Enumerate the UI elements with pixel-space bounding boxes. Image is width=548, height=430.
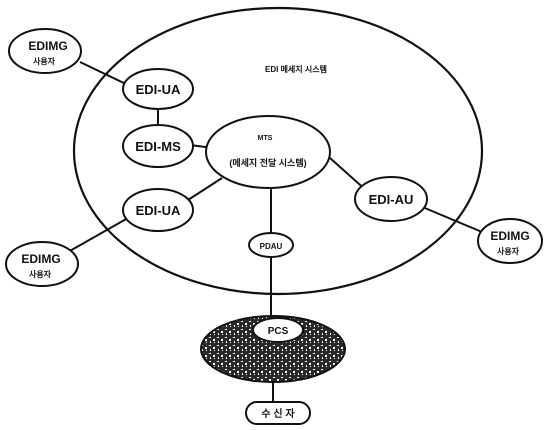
edimg-user-top-left: EDIMG 사용자: [8, 28, 82, 74]
pcs-network: PCS: [200, 315, 346, 383]
system-title: EDI 메세지 시스템: [265, 64, 327, 74]
link-ua-bottom-to-user: [67, 217, 129, 253]
edimg-user-bottom-left: EDIMG 사용자: [5, 241, 79, 287]
pdau-node: PDAU: [248, 232, 294, 258]
pdau-label: PDAU: [260, 242, 283, 251]
edimg-user-label: EDIMG: [21, 252, 60, 266]
edi-ua-label: EDI-UA: [136, 203, 181, 218]
connections: [67, 61, 483, 402]
pcs-network-texture: [200, 315, 346, 383]
edi-ua-label: EDI-UA: [136, 82, 181, 97]
edi-ua-bottom: EDI-UA: [122, 188, 194, 232]
edimg-user-sublabel: 사용자: [29, 269, 52, 279]
edi-ua-top: EDI-UA: [122, 68, 194, 110]
edimg-user-label: EDIMG: [28, 39, 67, 53]
mts-sublabel: (메세지 전달 시스템): [229, 157, 306, 168]
recipient-node: 수 신 자: [245, 401, 311, 425]
link-au-to-user-right: [419, 205, 483, 233]
pcs-label: PCS: [268, 326, 289, 337]
edi-au-label: EDI-AU: [369, 192, 414, 207]
mts-node: MTS (메세지 전달 시스템): [205, 115, 331, 189]
link-mts-to-ua-bottom: [187, 177, 223, 201]
edimg-user-sublabel: 사용자: [33, 56, 56, 66]
edimg-user-sublabel: 사용자: [497, 246, 520, 256]
edi-system-boundary: [72, 6, 484, 296]
recipient-label: 수 신 자: [261, 407, 295, 420]
edi-ms: EDI-MS: [122, 124, 194, 168]
mts-label: MTS: [258, 135, 273, 142]
edimg-user-label: EDIMG: [490, 229, 529, 243]
edi-ms-label: EDI-MS: [135, 139, 181, 154]
edi-au: EDI-AU: [354, 176, 428, 222]
edimg-user-right: EDIMG 사용자: [477, 218, 543, 264]
